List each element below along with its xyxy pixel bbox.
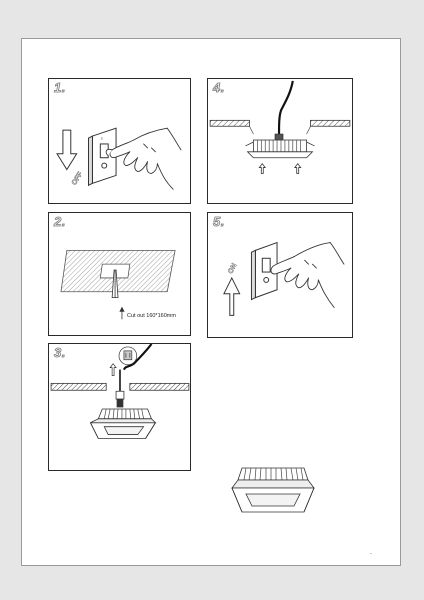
step-number: 3.	[54, 345, 66, 361]
hand-icon	[270, 242, 345, 308]
downlight-icon	[245, 133, 315, 159]
power-cable	[122, 344, 153, 371]
step-5-panel: 5. ON	[207, 212, 353, 338]
up-arrow-icon	[223, 276, 241, 316]
power-cable	[277, 80, 294, 137]
step-number: 4.	[213, 80, 225, 96]
cut-out-ceiling-illustration	[60, 249, 176, 320]
step-1-panel: 1. I OFF	[48, 78, 191, 204]
insert-downlight-illustration	[209, 80, 351, 174]
up-arrow-icon	[258, 162, 302, 174]
downlight-product-image	[228, 462, 320, 524]
switch-on-illustration	[223, 241, 345, 316]
connect-wiring-illustration	[50, 344, 190, 439]
ceiling-board-icon	[60, 249, 176, 293]
ceiling-icon	[209, 119, 351, 135]
connector-icon	[115, 369, 125, 408]
step-number: 2.	[54, 214, 66, 230]
step-2-panel: 2. Cut out 160*160mm	[48, 212, 191, 336]
wall-switch-icon: I	[88, 127, 117, 187]
connector-detail-icon	[118, 346, 138, 366]
downlight-icon	[89, 408, 157, 439]
ceiling-icon	[50, 382, 190, 391]
cut-out-caption: Cut out 160*160mm	[127, 313, 176, 319]
down-arrow-icon	[56, 129, 78, 171]
step-number: 1.	[54, 80, 66, 96]
step-number: 5.	[213, 214, 225, 230]
step-3-panel: 3.	[48, 343, 191, 471]
pointer-arrow-icon	[119, 306, 125, 320]
step-4-panel: 4.	[207, 78, 353, 204]
up-arrow-icon	[109, 363, 117, 376]
scan-speck	[370, 553, 372, 554]
wall-switch-icon	[250, 241, 278, 301]
downlight-icon	[231, 467, 315, 513]
cutter-icon	[111, 269, 119, 299]
svg-text:I: I	[101, 136, 102, 142]
hand-icon	[105, 127, 182, 190]
switch-off-illustration: I	[56, 127, 182, 190]
